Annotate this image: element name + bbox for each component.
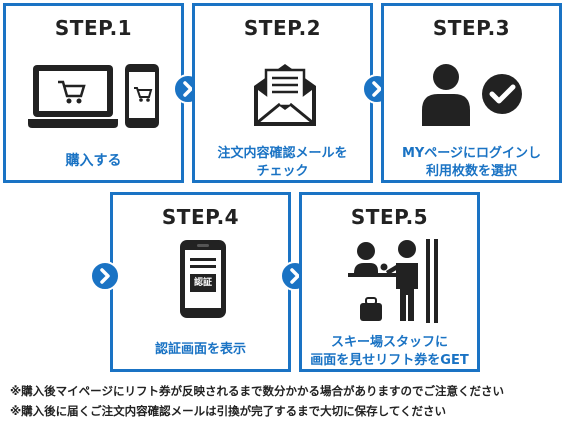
step-5-title: STEP.5 <box>350 205 429 229</box>
step-5-label-line2: 画面を見せリフト券をGET <box>310 353 469 368</box>
user-check-icon <box>422 64 522 126</box>
step-5-card: STEP.5 スキー場スタッフに 画面を見せリフト券をGET <box>299 192 480 372</box>
step-3-card: STEP.3 MYページにログインし 利用枚数を選択 <box>381 3 562 183</box>
laptop-smartphone-cart-icon <box>28 64 159 128</box>
step-3-title: STEP.3 <box>432 16 511 40</box>
step-4-card: STEP.4 認証 認証画面を表示 <box>110 192 291 372</box>
step-2-title: STEP.2 <box>243 16 322 40</box>
phone-auth-icon: 認証 <box>180 240 226 318</box>
notes: ※購入後マイページにリフト券が反映されるまで数分かかる場合がありますのでご注意く… <box>10 381 504 421</box>
envelope-icon <box>254 64 316 126</box>
step-2-label-line1: 注文内容確認メールを <box>217 146 348 161</box>
step-3-label-line2: 利用枚数を選択 <box>425 164 517 179</box>
arrow-right-icon <box>90 261 120 291</box>
staff-counter-icon <box>348 239 438 323</box>
step-2-card: STEP.2 注文内容確認メールを チェック <box>192 3 373 183</box>
step-4-label: 認証画面を表示 <box>154 342 246 357</box>
step-1-title: STEP.1 <box>54 16 133 40</box>
note-line-1: ※購入後マイページにリフト券が反映されるまで数分かかる場合がありますのでご注意く… <box>10 384 504 398</box>
step-4-title: STEP.4 <box>161 205 240 229</box>
step-5-label-line1: スキー場スタッフに <box>330 335 448 350</box>
note-line-2: ※購入後に届くご注文内容確認メールは引換が完了するまで大切に保存してください <box>10 404 446 418</box>
step-3-label-line1: MYページにログインし <box>401 146 542 161</box>
step-1-label: 購入する <box>65 153 122 169</box>
step-1-card: STEP.1 購入する <box>3 3 184 183</box>
step-2-label-line2: チェック <box>256 164 309 179</box>
phone-auth-badge: 認証 <box>190 274 216 292</box>
